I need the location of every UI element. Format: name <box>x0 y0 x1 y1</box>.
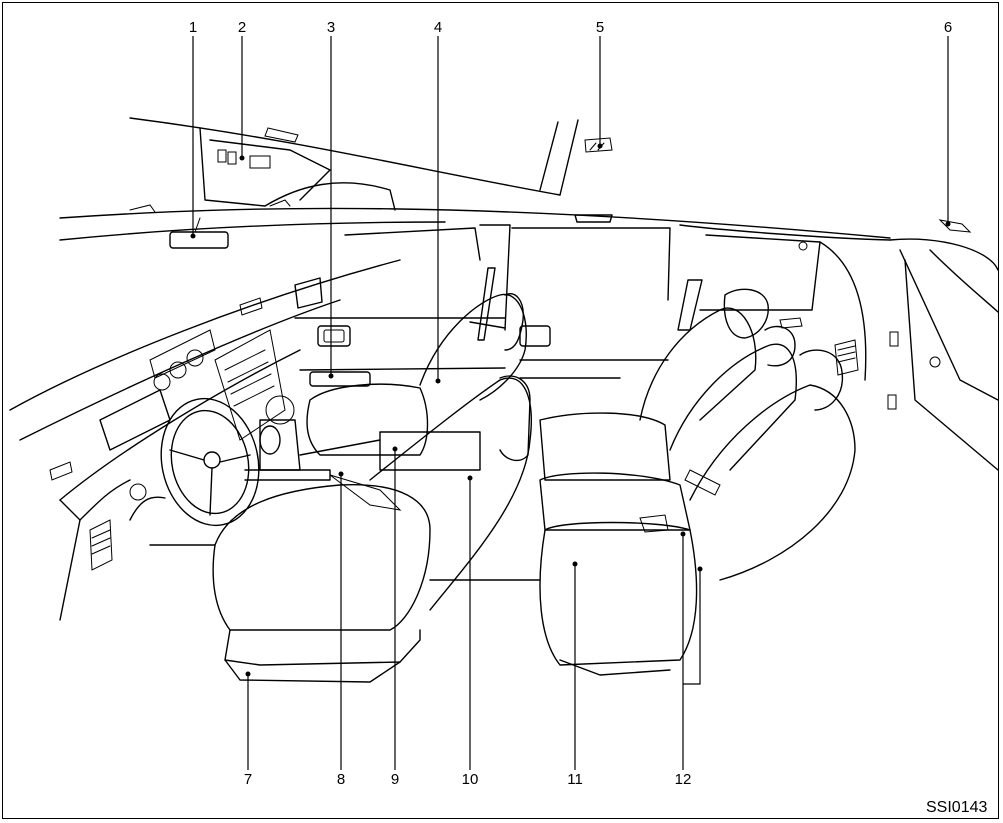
callout-3: 3 <box>326 19 336 36</box>
figure-code: SSI0143 <box>926 799 988 816</box>
callout-4: 4 <box>433 19 443 36</box>
callout-11: 11 <box>567 771 583 788</box>
callout-7: 7 <box>243 771 253 788</box>
callout-1: 1 <box>188 19 198 36</box>
callout-12: 12 <box>674 771 692 788</box>
callout-8: 8 <box>336 771 346 788</box>
callout-2: 2 <box>237 19 247 36</box>
callout-5: 5 <box>595 19 605 36</box>
callout-9: 9 <box>390 771 400 788</box>
callout-6: 6 <box>943 19 953 36</box>
callout-10: 10 <box>461 771 479 788</box>
